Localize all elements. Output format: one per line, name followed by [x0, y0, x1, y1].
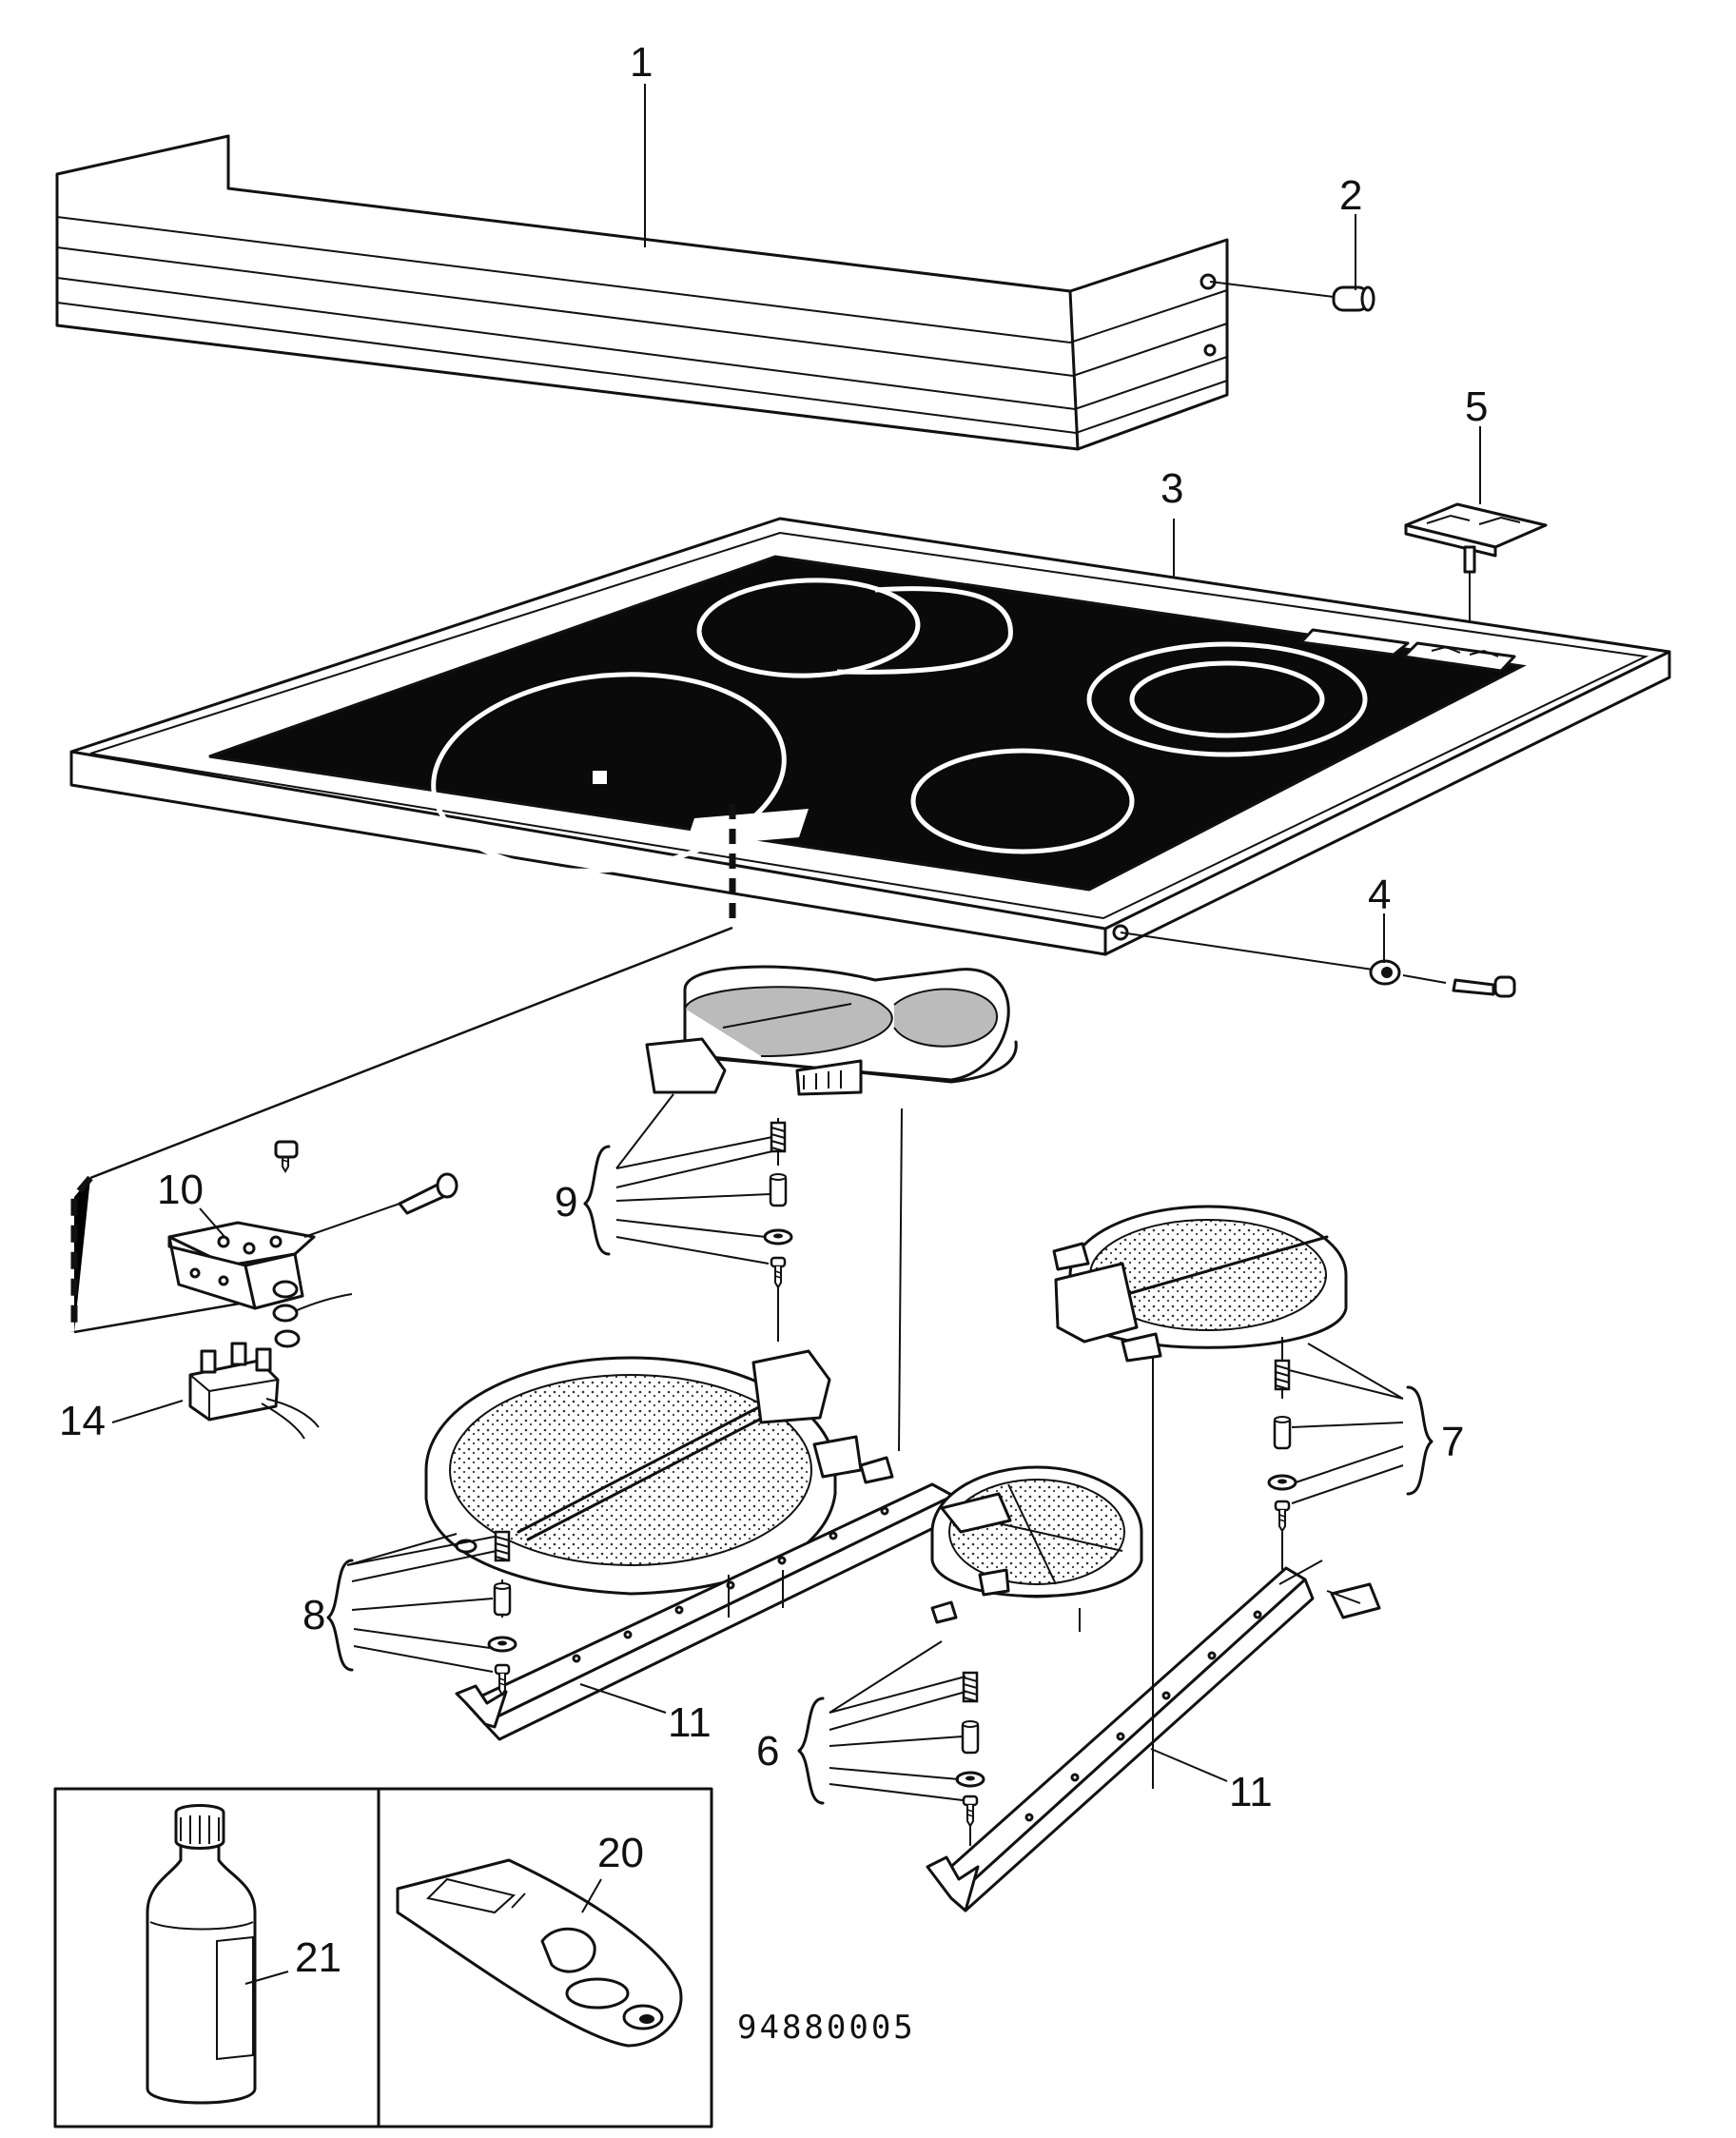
hardware-stack-7 [1267, 1359, 1297, 1533]
label-part-5: 5 [1465, 383, 1488, 430]
large-round-heating-element [424, 1349, 894, 1596]
rear-trim-panel [55, 134, 1229, 451]
label-part-20: 20 [597, 1830, 644, 1876]
label-part-10: 10 [157, 1167, 204, 1213]
label-part-2: 2 [1339, 172, 1362, 219]
group-brackets [326, 1145, 1434, 1805]
leader-lines [199, 84, 1481, 1801]
fixing-clip-and-screw [1120, 932, 1516, 998]
ceramic-hob-top [69, 517, 1671, 956]
support-rail-left [455, 1482, 963, 1741]
label-part-14: 14 [59, 1398, 106, 1444]
connector-block [111, 1329, 320, 1440]
part-number-labels: 1 2 3 4 5 6 7 8 9 10 11 11 14 20 21 [59, 39, 1488, 1981]
oval-heating-element [645, 965, 1018, 1096]
hardware-stack-6 [955, 1671, 985, 1828]
medium-round-heating-element [1052, 1205, 1348, 1363]
support-rail-right [926, 1559, 1381, 1912]
label-part-1: 1 [630, 39, 653, 86]
small-round-heating-element [930, 1465, 1143, 1624]
hardware-stack-9 [763, 1121, 793, 1289]
label-part-8: 8 [302, 1592, 325, 1638]
drawing-code: 94880005 [737, 2009, 916, 2047]
label-part-21: 21 [295, 1934, 341, 1981]
label-part-9: 9 [555, 1179, 577, 1226]
sensor-cable [70, 804, 736, 1334]
cleaner-bottle [146, 1804, 289, 2105]
terminal-bracket [167, 1140, 458, 1323]
accessories-inset [53, 1787, 713, 2128]
label-part-6: 6 [756, 1728, 779, 1775]
label-part-4: 4 [1368, 872, 1391, 918]
indicator-badge [1404, 502, 1548, 639]
label-part-3: 3 [1161, 465, 1183, 512]
glass-scraper [396, 1858, 683, 2048]
label-part-11b: 11 [1229, 1769, 1273, 1815]
cover-plug [1209, 281, 1375, 312]
label-part-7: 7 [1441, 1419, 1464, 1465]
label-part-11a: 11 [668, 1699, 712, 1746]
